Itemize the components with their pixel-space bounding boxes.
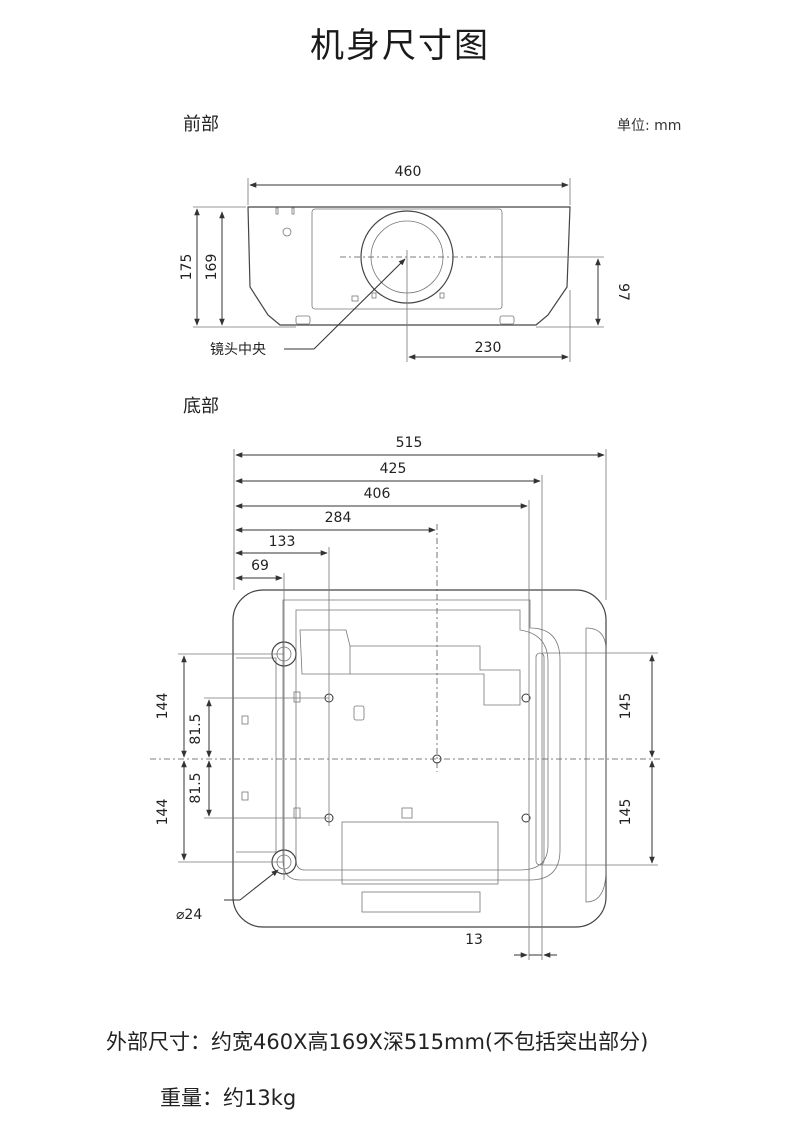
hole-tr (521, 693, 531, 703)
dim-133: 133 (269, 534, 296, 550)
unit-label: 单位: mm (617, 118, 682, 134)
bottom-vent (341, 821, 499, 885)
dim-lens-offset: 230 (475, 340, 502, 356)
front-view: 460 175 169 97 230 镜头中央 (179, 164, 631, 362)
dim-81-5-top: 81.5 (188, 713, 204, 744)
dim-front-width: 460 (395, 164, 422, 180)
bottom-view: 515 425 406 284 133 69 13 144 81.5 81.5 … (150, 435, 660, 960)
external-dimensions-spec: 外部尺寸：约宽460X高169X深515mm(不包括突出部分) (106, 1030, 649, 1054)
dim-425: 425 (380, 461, 407, 477)
front-body-outline (247, 206, 571, 326)
dim-diameter: ⌀24 (176, 907, 202, 923)
dim-284: 284 (325, 510, 352, 526)
dim-front-height-body: 169 (204, 254, 220, 281)
bottom-section-label: 底部 (183, 396, 219, 417)
weight-spec: 重量：约13kg (160, 1086, 297, 1110)
dim-144-bottom: 144 (155, 799, 171, 826)
dim-front-height-total: 175 (179, 254, 195, 281)
dim-515: 515 (396, 435, 423, 451)
dim-144-top: 144 (155, 693, 171, 720)
front-sensor (282, 227, 292, 237)
dim-145-bottom: 145 (618, 799, 634, 826)
lens-center-label: 镜头中央 (210, 342, 266, 358)
dim-406: 406 (364, 486, 391, 502)
page-title: 机身尺寸图 (310, 26, 490, 66)
dim-81-5-bottom: 81.5 (188, 772, 204, 803)
dim-13: 13 (465, 932, 483, 948)
hole-br (521, 813, 531, 823)
dim-lens-height: 97 (615, 283, 631, 301)
dim-145-top: 145 (618, 693, 634, 720)
dim-69: 69 (251, 558, 269, 574)
front-section-label: 前部 (183, 114, 219, 135)
